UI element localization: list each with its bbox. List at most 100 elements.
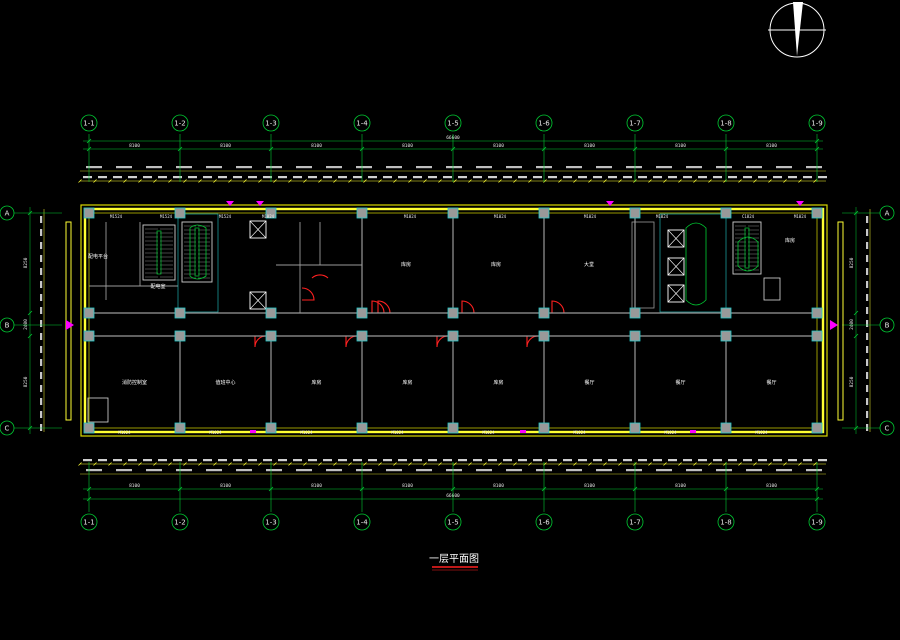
stair-rail-curve (685, 222, 707, 306)
axis-label-bottom: 1-4 (356, 519, 368, 527)
window-dimension-glyph-outer (746, 469, 762, 472)
window-dimension-glyph (368, 176, 377, 179)
side-window-dimension-glyph (40, 411, 43, 418)
column (448, 331, 458, 341)
stair-handrail (156, 230, 162, 275)
window-dimension-tick (363, 179, 367, 183)
column (266, 331, 276, 341)
window-dimension-glyph (98, 459, 107, 462)
window-dimension-tick (318, 179, 322, 183)
window-dimension-tick (168, 462, 172, 466)
side-window-dimension-glyph (866, 229, 869, 236)
axis-label-top: 1-6 (538, 120, 550, 128)
window-dimension-glyph (338, 176, 347, 179)
window-dimension-glyph-outer (176, 166, 192, 169)
window-dimension-glyph (158, 459, 167, 462)
column (721, 208, 731, 218)
axis-label-bottom: 1-6 (538, 519, 550, 527)
window-dimension-tick (348, 179, 352, 183)
window-dimension-tick (363, 462, 367, 466)
service-shaft (631, 221, 655, 309)
window-dimension-tick (333, 179, 337, 183)
window-dimension-glyph (578, 459, 587, 462)
window-dimension-glyph (233, 459, 242, 462)
window-dimension-tick (138, 462, 142, 466)
window-dimension-tick (813, 179, 817, 183)
window-dimension-glyph (173, 176, 182, 179)
window-dimension-glyph (203, 459, 212, 462)
side-window-dimension-glyph (40, 424, 43, 431)
column (539, 423, 549, 433)
door-tag-north: M1024 (656, 214, 669, 219)
window-dimension-tick (483, 462, 487, 466)
window-dimension-glyph-outer (206, 469, 222, 472)
window-dimension-tick (588, 462, 592, 466)
side-window-dimension-glyph (40, 229, 43, 236)
column-outline (447, 307, 459, 319)
room-label-north: 配电平台 (88, 253, 108, 260)
axis-label-left: B (5, 322, 10, 330)
window-dimension-glyph-outer (416, 166, 432, 169)
window-dimension-glyph (128, 176, 137, 179)
window-dimension-glyph (113, 459, 122, 462)
column-outline (720, 207, 732, 219)
side-window-dimension-glyph (40, 320, 43, 327)
window-dimension-glyph (788, 176, 797, 179)
elevator-cross (667, 229, 685, 248)
axis-bubble-top (808, 114, 826, 132)
column-outline (447, 207, 459, 219)
room-label-north: 大堂 (584, 261, 594, 268)
window-marker (606, 201, 614, 206)
stair-rail-curve (189, 224, 207, 280)
column (266, 308, 276, 318)
side-window-dimension-glyph (866, 372, 869, 379)
axis-label-top: 1-1 (83, 120, 94, 128)
door-swing-north (377, 300, 391, 314)
window-dimension-glyph (668, 459, 677, 462)
axis-bubble-bottom (808, 513, 826, 531)
window-dimension-glyph (488, 459, 497, 462)
door-tag-south: M1024 (391, 430, 404, 435)
window-dimension-tick (768, 179, 772, 183)
column-outline (811, 422, 823, 434)
side-glazing (837, 221, 844, 421)
window-dimension-glyph (128, 459, 137, 462)
window-dimension-glyph (188, 176, 197, 179)
window-dimension-glyph (593, 176, 602, 179)
axis-bubble-right (879, 420, 895, 436)
window-dimension-glyph (428, 176, 437, 179)
window-dimension-tick (573, 179, 577, 183)
wall-outer-line (80, 204, 828, 437)
axis-label-left: A (5, 210, 10, 218)
window-dimension-tick (393, 462, 397, 466)
side-window-dimension-glyph (40, 333, 43, 340)
window-dimension-tick (438, 462, 442, 466)
window-dimension-glyph-outer (476, 469, 492, 472)
window-dimension-glyph (488, 176, 497, 179)
room-label-north: 配电室 (150, 283, 165, 290)
column (175, 423, 185, 433)
column-outline (720, 307, 732, 319)
axis-label-right: B (885, 322, 890, 330)
column (357, 208, 367, 218)
window-dimension-glyph-outer (506, 469, 522, 472)
axis-bubble-bottom (626, 513, 644, 531)
window-dimension-glyph (293, 176, 302, 179)
window-dimension-tick (498, 179, 502, 183)
fixture-box-east (763, 277, 781, 301)
window-dimension-glyph-outer (806, 469, 822, 472)
window-dimension-glyph (203, 176, 212, 179)
window-dimension-glyph-outer (446, 469, 462, 472)
window-dimension-glyph-outer (266, 166, 282, 169)
window-dimension-tick (198, 462, 202, 466)
column (266, 208, 276, 218)
window-dimension-glyph (818, 459, 827, 462)
window-dimension-tick (423, 179, 427, 183)
drawing-title: 一层平面图 (429, 553, 479, 565)
window-dimension-glyph (383, 176, 392, 179)
window-dimension-tick (618, 462, 622, 466)
column (448, 208, 458, 218)
north-arrow-icon (768, 2, 826, 58)
window-dimension-glyph (713, 459, 722, 462)
